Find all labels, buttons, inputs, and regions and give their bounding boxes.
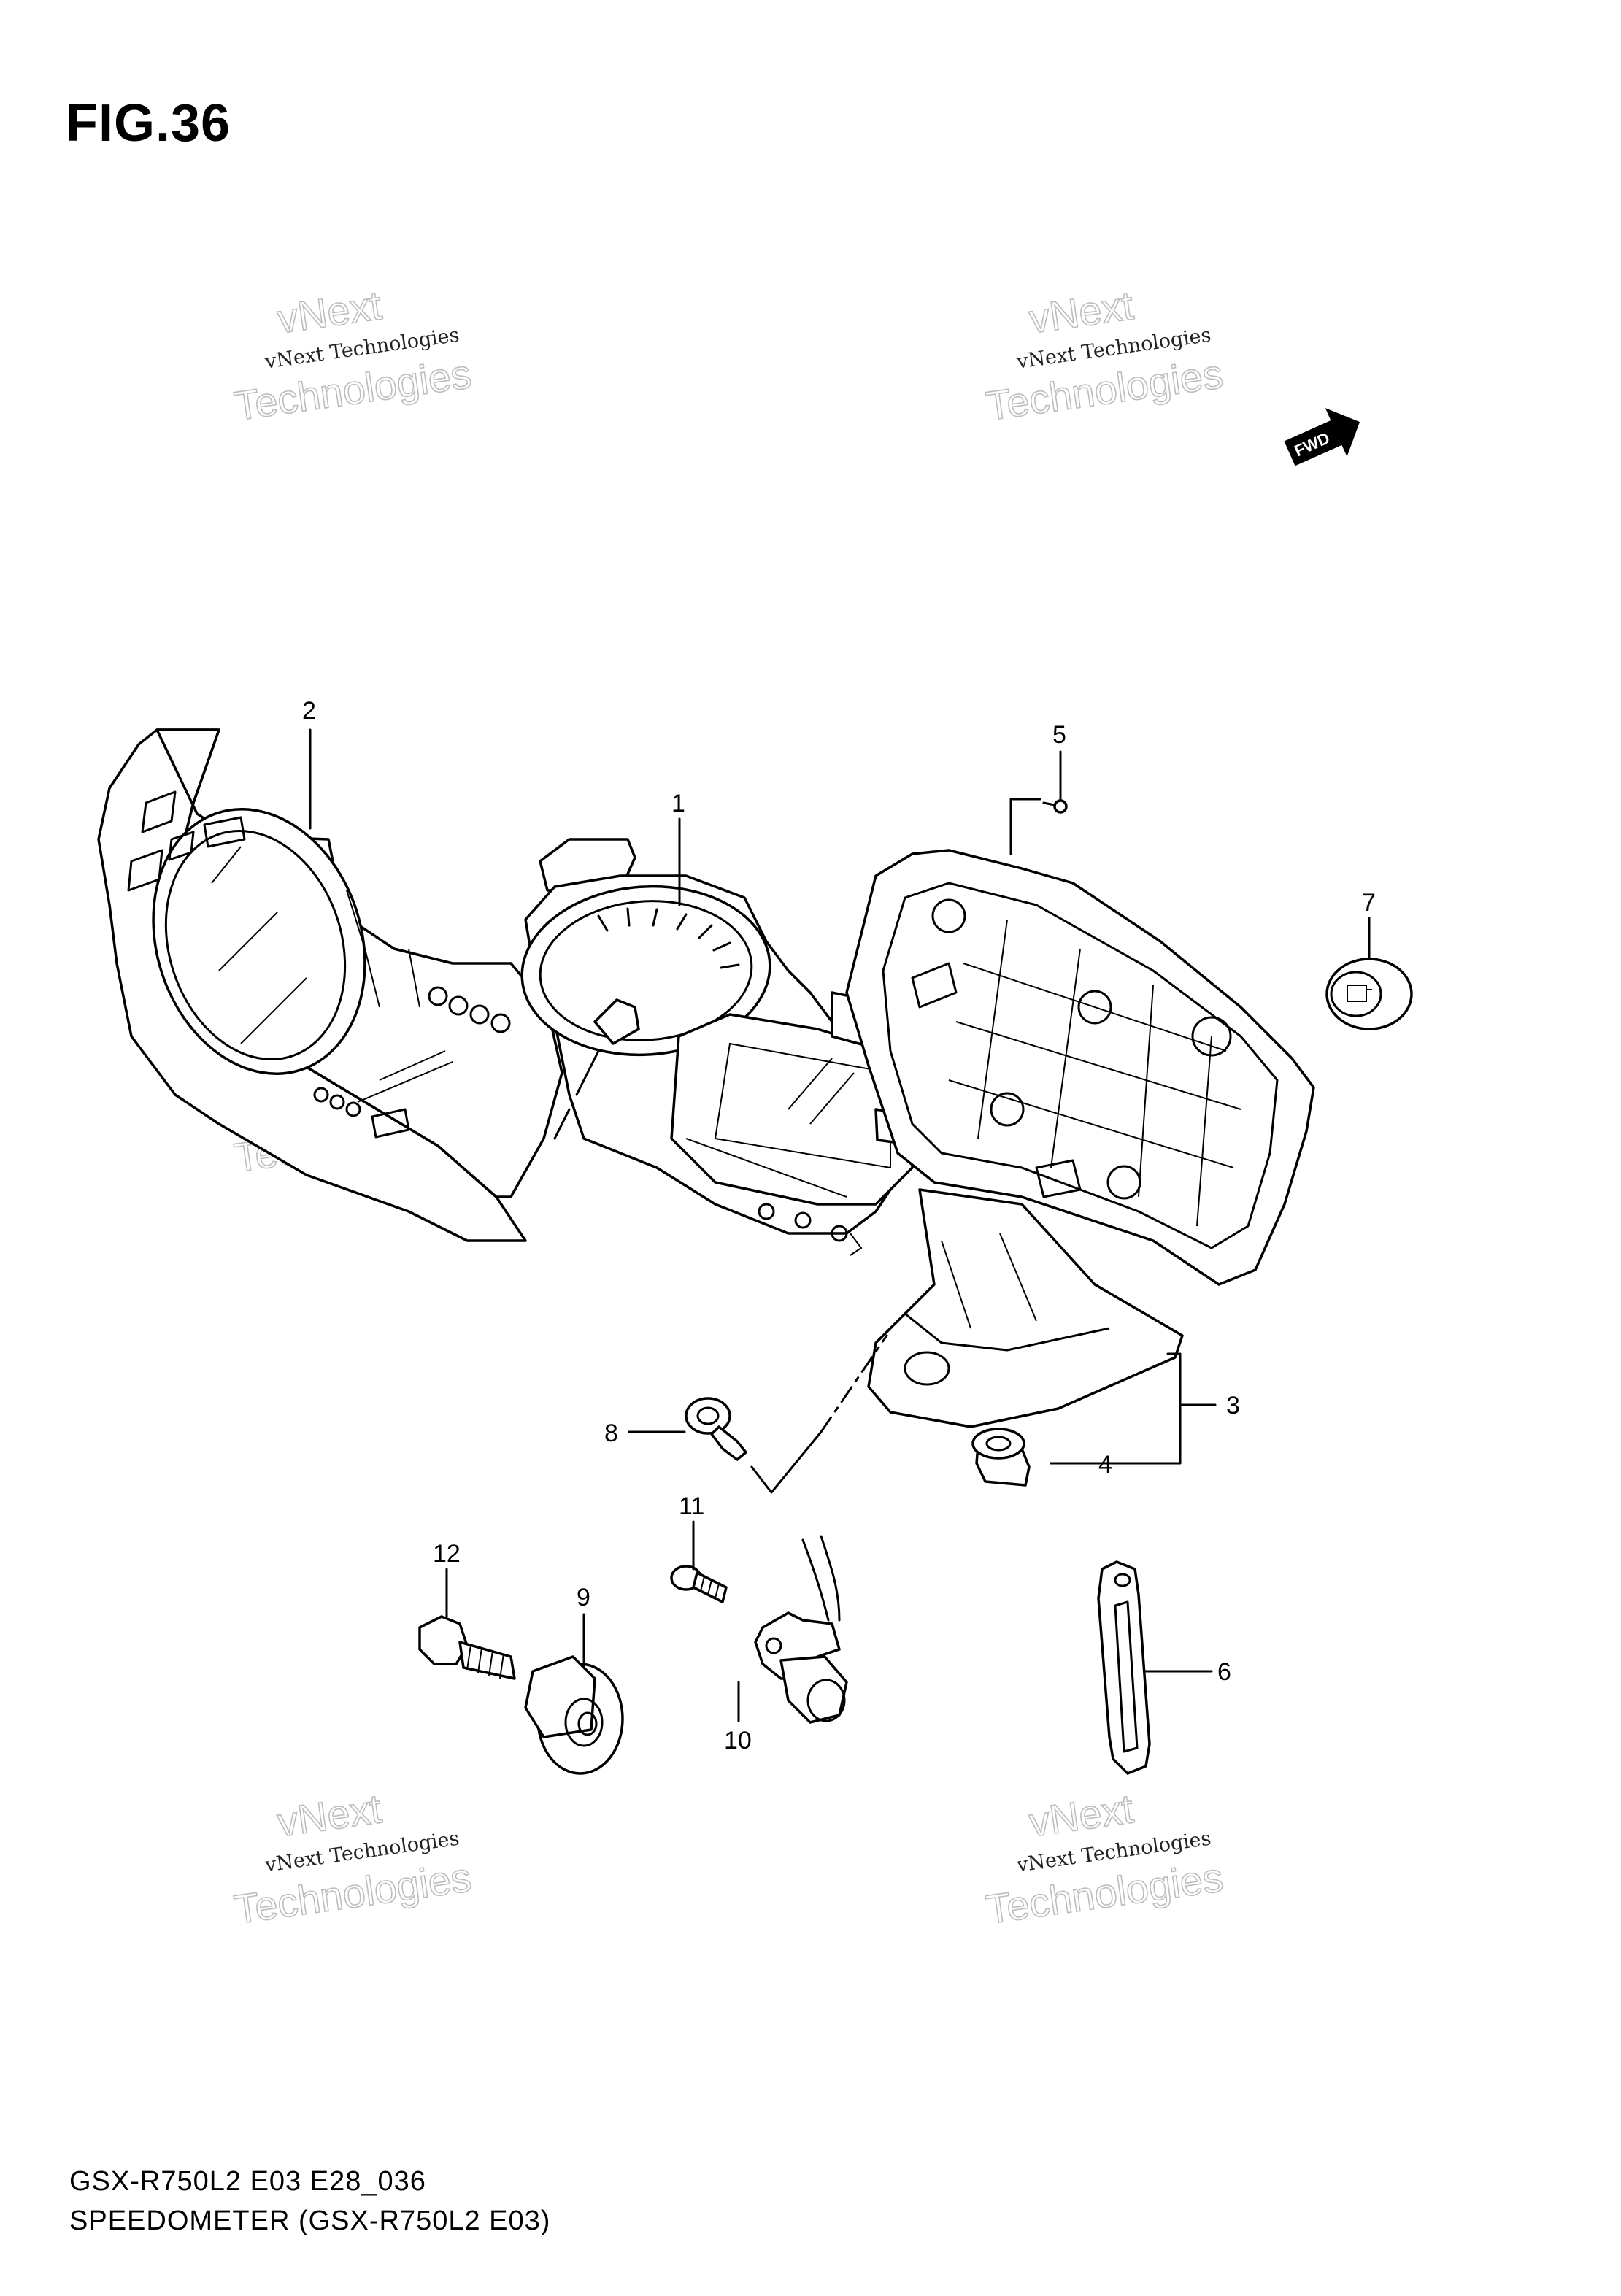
callout-labels: 1 2 3 4 5 6 7 8 9 10 11 12 bbox=[302, 697, 1376, 1754]
figure-title: FIG.36 bbox=[66, 94, 231, 153]
callout-11: 11 bbox=[679, 1492, 704, 1520]
leader-5-bracket bbox=[1009, 798, 1041, 855]
leader-3-4 bbox=[1050, 1352, 1217, 1465]
callout-7: 7 bbox=[1362, 889, 1376, 917]
watermark-bottom-left: vNext vNext Technologies Technologies bbox=[231, 1784, 474, 1933]
fwd-arrow-badge: FWD bbox=[1284, 408, 1360, 466]
watermark-bottom-right: vNext vNext Technologies Technologies bbox=[982, 1784, 1226, 1933]
callout-1: 1 bbox=[671, 790, 685, 817]
callout-8: 8 bbox=[604, 1419, 618, 1447]
leader-8-to-bracket bbox=[750, 1430, 823, 1494]
part-3-meter-case-rear bbox=[845, 849, 1315, 1428]
part-4-grommet bbox=[971, 1428, 1031, 1487]
part-10-speed-sensor bbox=[754, 1535, 848, 1724]
part-9-cushion bbox=[524, 1655, 624, 1775]
leader-lines bbox=[309, 728, 1371, 1722]
watermark-top-right: vNext vNext Technologies Technologies bbox=[982, 281, 1226, 429]
callout-2: 2 bbox=[302, 697, 316, 725]
callout-10: 10 bbox=[724, 1727, 752, 1754]
part-8-bolt bbox=[685, 1397, 747, 1461]
svg-text:vNext: vNext bbox=[1026, 1785, 1136, 1845]
part-2-meter-case-front bbox=[97, 728, 563, 1242]
svg-text:vNext: vNext bbox=[1026, 282, 1136, 342]
callout-6: 6 bbox=[1217, 1658, 1231, 1686]
callout-3: 3 bbox=[1226, 1392, 1240, 1419]
watermark-top-left: vNext vNext Technologies Technologies bbox=[231, 281, 474, 429]
leader-8-dash bbox=[820, 1334, 888, 1433]
part-5-screw bbox=[1042, 799, 1068, 814]
svg-text:vNext: vNext bbox=[274, 282, 385, 342]
callout-5: 5 bbox=[1052, 721, 1066, 749]
svg-text:vNext: vNext bbox=[274, 1785, 385, 1845]
diagram-code: GSX-R750L2 E03 E28_036 bbox=[69, 2166, 426, 2197]
callout-9: 9 bbox=[577, 1584, 590, 1611]
part-11-bolt bbox=[670, 1565, 728, 1603]
part-12-bolt bbox=[418, 1615, 516, 1680]
part-1-speedometer-assembly bbox=[520, 838, 928, 1256]
callout-12: 12 bbox=[433, 1540, 461, 1568]
callout-4: 4 bbox=[1098, 1451, 1112, 1479]
diagram-description: SPEEDOMETER (GSX-R750L2 E03) bbox=[69, 2206, 551, 2236]
part-7-cap bbox=[1325, 958, 1413, 1030]
part-6-clamp bbox=[1097, 1560, 1151, 1775]
